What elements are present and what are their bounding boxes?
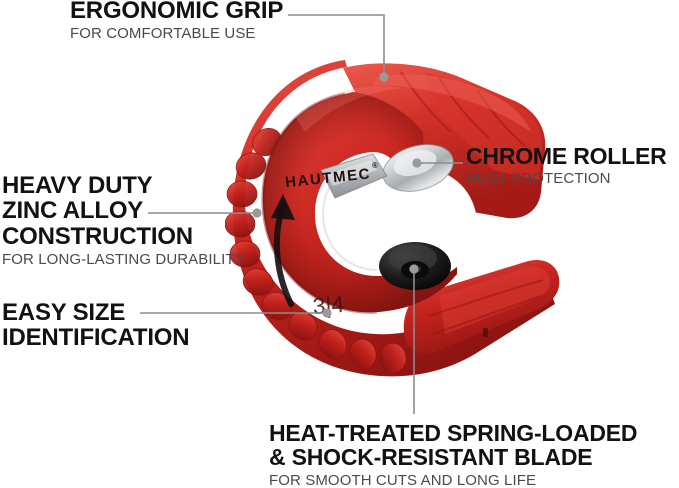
callout-heavy-duty-title-line-1: HEAVY DUTY bbox=[2, 172, 153, 199]
rotation-arrow-icon bbox=[271, 194, 295, 307]
callout-heat-treated-blade-subtitle: FOR SMOOTH CUTS AND LONG LIFE bbox=[269, 471, 537, 488]
callout-heavy-duty-subtitle: FOR LONG-LASTING DURABILITY bbox=[2, 251, 245, 269]
size-marking: 3|4 bbox=[312, 291, 346, 319]
callout-ergonomic-grip: ERGONOMIC GRIP FOR COMFORTABLE USE bbox=[70, 0, 283, 43]
product-image-tube-cutter: HAUTMEC ® 3|4 bbox=[225, 58, 560, 378]
callout-chrome-roller-subtitle: RUST PROTECTION bbox=[466, 170, 611, 188]
callout-chrome-roller-title: CHROME ROLLER bbox=[466, 143, 667, 169]
registered-trademark-icon: ® bbox=[372, 161, 379, 171]
callout-heat-treated-blade-title-line-2: & SHOCK-RESISTANT BLADE bbox=[269, 444, 593, 471]
callout-ergonomic-grip-title: ERGONOMIC GRIP bbox=[70, 0, 284, 24]
callout-heavy-duty-title-line-2: ZINC ALLOY bbox=[2, 197, 144, 225]
callout-heat-treated-blade-title-line-1: HEAT-TREATED SPRING-LOADED bbox=[269, 420, 638, 446]
size-marking-text: 3|4 bbox=[312, 291, 346, 319]
callout-heavy-duty: HEAVY DUTY ZINC ALLOY CONSTRUCTION FOR L… bbox=[2, 173, 245, 269]
callout-heat-treated-blade: HEAT-TREATED SPRING-LOADED & SHOCK-RESIS… bbox=[269, 420, 638, 488]
callout-heavy-duty-title-line-3: CONSTRUCTION bbox=[2, 222, 193, 250]
callout-easy-size-title-line-1: EASY SIZE bbox=[2, 299, 126, 326]
callout-ergonomic-grip-subtitle: FOR COMFORTABLE USE bbox=[70, 25, 256, 43]
spring-loaded-blade-roller bbox=[379, 242, 451, 290]
callout-easy-size-title-line-2: IDENTIFICATION bbox=[2, 324, 190, 352]
callout-chrome-roller: CHROME ROLLER RUST PROTECTION bbox=[466, 144, 667, 188]
callout-easy-size: EASY SIZE IDENTIFICATION bbox=[2, 299, 190, 352]
cutter-body bbox=[225, 60, 560, 377]
